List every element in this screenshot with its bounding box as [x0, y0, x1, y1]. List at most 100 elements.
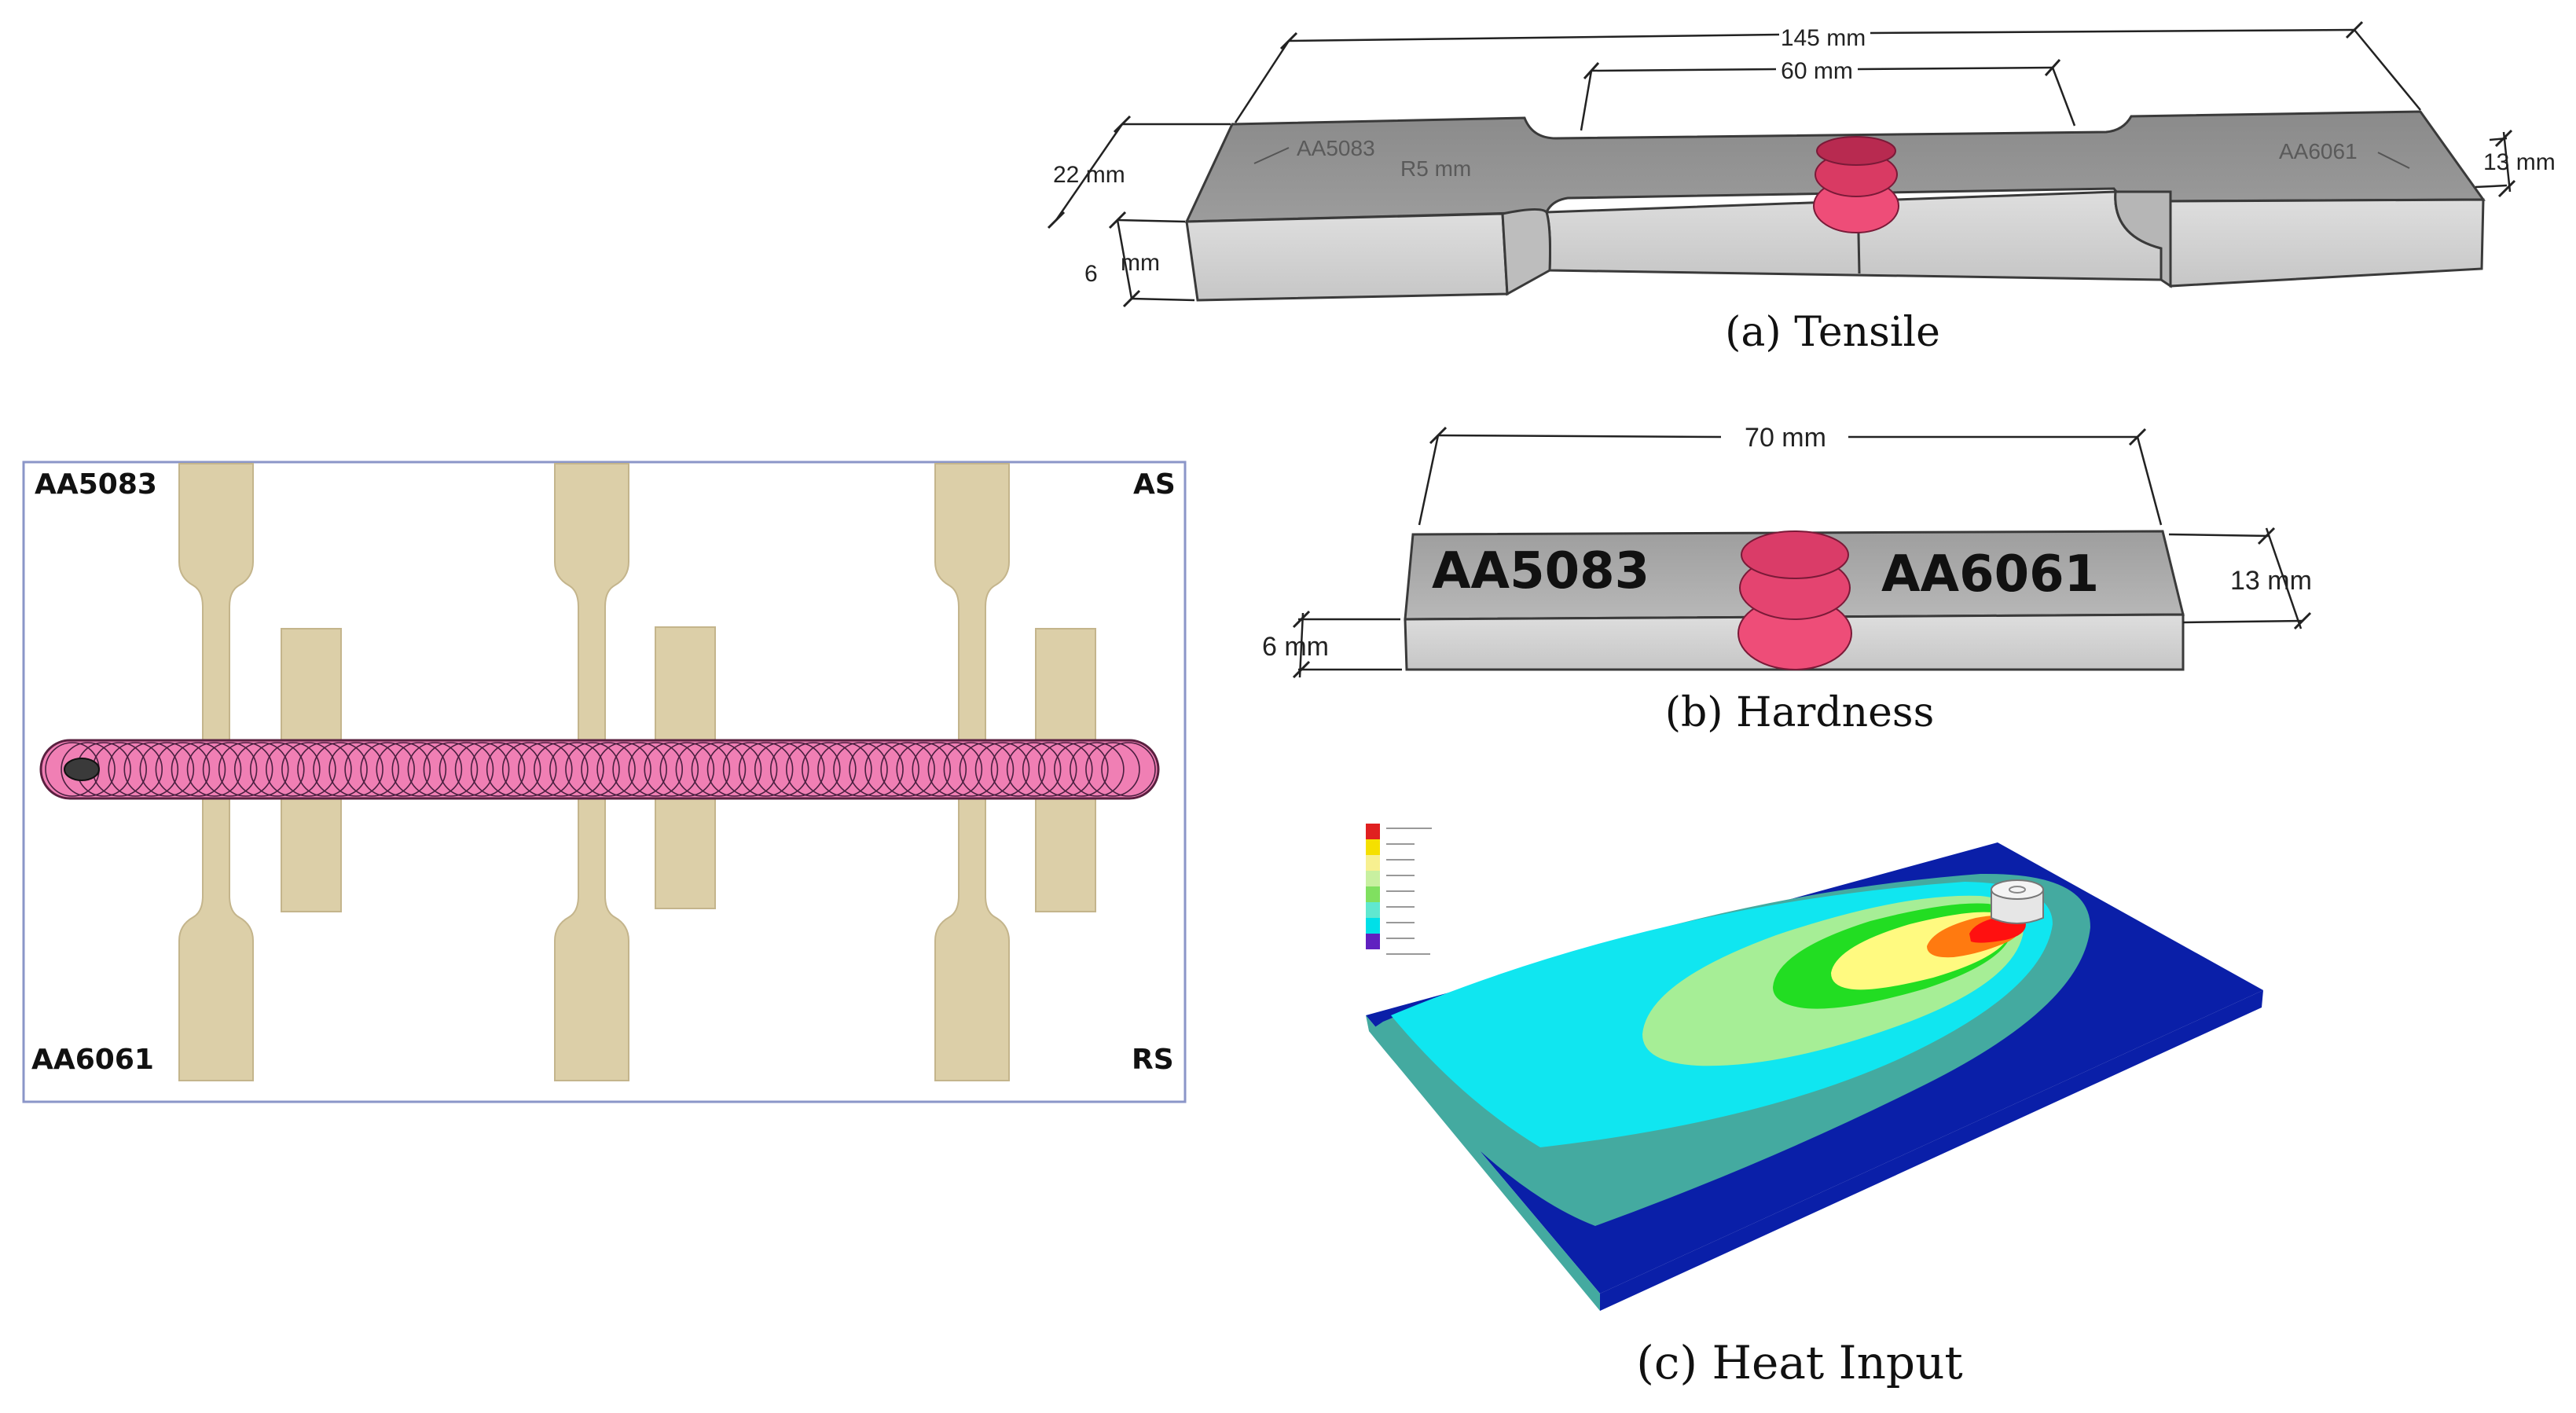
weld-circle [376, 742, 431, 797]
tensile-thickness-label: 6 [1084, 261, 1098, 287]
weld-circle [849, 742, 904, 797]
weld-circle [218, 742, 273, 797]
weld-circles [45, 742, 1156, 797]
weld-circle [628, 742, 684, 797]
weld-circle [974, 742, 1030, 797]
weld-circle [722, 742, 778, 797]
tensile-right-arrow [2377, 152, 2410, 169]
weld-circle [864, 742, 919, 797]
weld-circle [297, 742, 352, 797]
weld-circle [139, 742, 195, 797]
corner-label-aa5083: AA5083 [35, 468, 157, 501]
weld-circle [1037, 742, 1093, 797]
hardness-width-label: 13 mm [2230, 566, 2312, 596]
weld-circle [927, 742, 983, 797]
tensile-dimension-ticks [1047, 20, 2516, 308]
weld-circle [896, 742, 952, 797]
hardness-caption: (b) Hardness [1665, 689, 1935, 736]
hardness-dimension-ticks [1292, 426, 2312, 679]
specimen-layout-panel: AA5083 AS AA6061 RS [22, 461, 1187, 1103]
weld-circle [943, 742, 999, 797]
weld-circle [123, 742, 179, 797]
weld-circle [470, 742, 526, 797]
weld-circle [754, 742, 809, 797]
weld-circle [786, 742, 841, 797]
weld-circle [313, 742, 368, 797]
heat-legend-swatch [1366, 886, 1380, 902]
weld-circle [675, 742, 731, 797]
weld-circle [1070, 742, 1125, 797]
tensile-weld-nugget [1813, 136, 1899, 233]
heat-legend-swatch [1366, 934, 1380, 949]
tensile-material-right: AA6061 [2279, 139, 2358, 163]
weld-circle [501, 742, 557, 797]
weld-circle [202, 742, 258, 797]
weld-circle [959, 742, 1015, 797]
weld-circle [454, 742, 510, 797]
weld-circle [534, 742, 589, 797]
weld-circle [644, 742, 699, 797]
hardness-specimen-3d: AA5083 AA6061 70 mm 13 mm 6 mm (b) Hardn… [1262, 423, 2312, 736]
weld-circle [1054, 742, 1109, 797]
weld-circle [391, 742, 447, 797]
heat-legend-swatch [1366, 918, 1380, 934]
weld-circle [249, 742, 305, 797]
weld-circle [817, 742, 872, 797]
weld-circle [912, 742, 967, 797]
tensile-front-shoulder-left [1501, 208, 1551, 296]
weld-circle [596, 742, 651, 797]
weld-circle [691, 742, 747, 797]
weld-circle [423, 742, 479, 797]
weld-circle [880, 742, 935, 797]
tensile-narrow-label: 13 mm [2483, 149, 2556, 175]
weld-circle [1101, 742, 1156, 797]
heat-legend-text-lines [1386, 828, 1432, 955]
heat-color-legend [1366, 824, 1380, 949]
weld-circle [281, 742, 336, 797]
tool-position-marker [64, 758, 100, 781]
weld-circle [233, 742, 289, 797]
weld-circle [565, 742, 620, 797]
tensile-material-left: AA5083 [1297, 136, 1375, 160]
heat-legend-swatch [1366, 871, 1380, 886]
weld-circle [155, 742, 211, 797]
fsw-tool-icon [1991, 879, 2044, 924]
weld-circle [990, 742, 1046, 797]
heat-caption: (c) Heat Input [1636, 1336, 1962, 1389]
corner-label-as: AS [1133, 468, 1176, 501]
hardness-weld-nugget [1738, 530, 1852, 670]
hardness-length-label: 70 mm [1745, 423, 1826, 453]
weld-circle [266, 742, 321, 797]
heat-legend-swatch [1366, 902, 1380, 918]
tensile-left-arrow [1253, 147, 1290, 164]
weld-circle [328, 742, 383, 797]
weld-circle [108, 742, 163, 797]
weld-circle [612, 742, 667, 797]
weld-circle [802, 742, 857, 797]
corner-label-aa6061: AA6061 [31, 1044, 154, 1076]
tensile-front-shoulder-right [2114, 190, 2172, 288]
weld-circle [186, 742, 242, 797]
weld-circle [738, 742, 794, 797]
hardness-material-right: AA6061 [1881, 545, 2099, 604]
heat-input-simulation: (c) Heat Input [1366, 824, 2263, 1389]
hardness-dimension-lines [1298, 434, 2303, 678]
weld-circle [833, 742, 888, 797]
weld-circle [1022, 742, 1077, 797]
hardness-thickness-label: 6 mm [1262, 632, 1329, 662]
corner-label-rs: RS [1132, 1044, 1174, 1076]
weld-circle [517, 742, 573, 797]
weld-circle [706, 742, 762, 797]
tensile-front-face [1185, 212, 1509, 302]
weld-circle [171, 742, 226, 797]
weld-circle [549, 742, 604, 797]
weld-circle [61, 742, 116, 797]
weld-circle [769, 742, 825, 797]
heat-legend-swatch [1366, 824, 1380, 839]
heat-legend-swatch [1366, 855, 1380, 871]
weld-circle [1085, 742, 1140, 797]
weld-circle [659, 742, 715, 797]
heat-plate-side-edge [1600, 990, 2263, 1311]
tensile-front-face-right [2169, 198, 2485, 288]
